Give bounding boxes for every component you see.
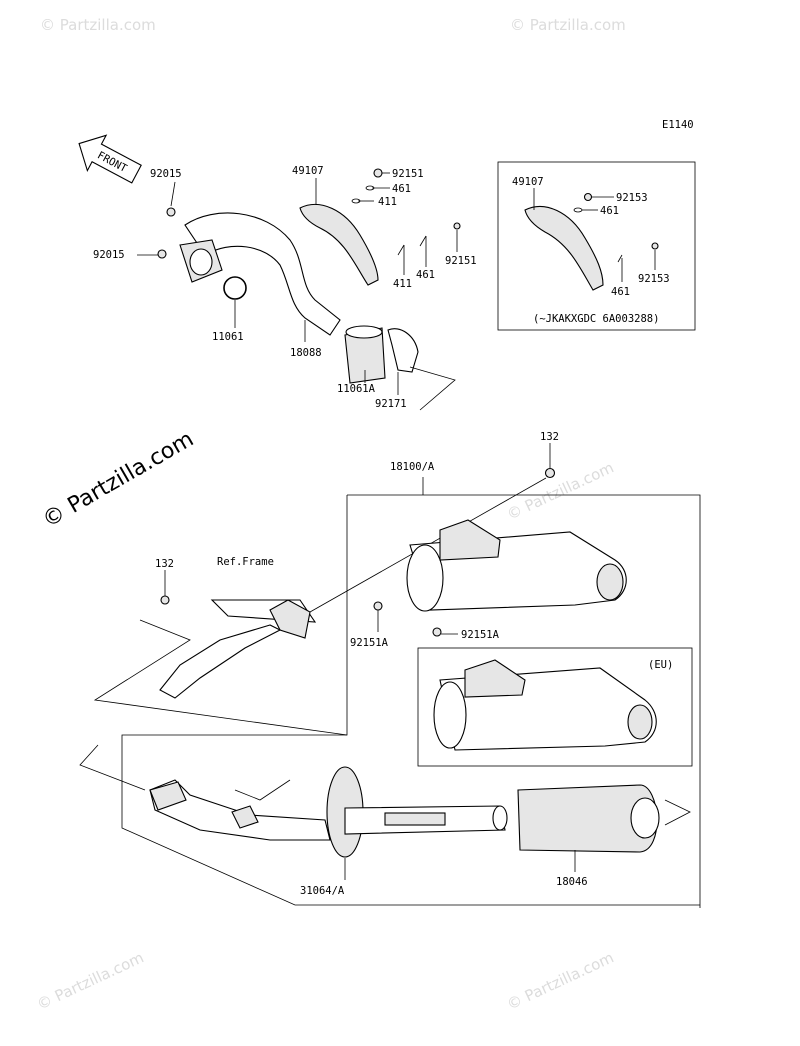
gasket-11061 <box>223 276 247 300</box>
watermark: © Partzilla.com <box>504 458 617 523</box>
callout-label: 92151A <box>350 637 389 649</box>
callout-label: 49107 <box>292 165 324 177</box>
diagram-code: E1140 <box>662 119 694 131</box>
callout-label: 18100/A <box>390 461 435 473</box>
callout-label: 31064/A <box>300 885 345 897</box>
header-pipe <box>184 212 341 336</box>
callout-label: Ref.Frame <box>217 556 274 568</box>
bolt-132 <box>160 595 170 605</box>
callout-label: 92171 <box>375 398 407 410</box>
callout-label: 411 <box>378 196 397 208</box>
callout-label: 92151 <box>392 168 424 180</box>
nut-92015 <box>157 249 167 259</box>
callout-label: (~JKAKXGDC 6A003288) <box>533 313 659 325</box>
callout-label: 461 <box>392 183 411 195</box>
heat-guard-variant-group <box>524 188 659 291</box>
callout-label: 92151 <box>445 255 477 267</box>
header-pipe-group <box>137 168 461 411</box>
watermark: © Partzilla.com <box>510 16 626 34</box>
callout-label: 92015 <box>93 249 125 261</box>
bolt-92151A <box>373 601 383 611</box>
muffler-eu <box>433 659 657 751</box>
frame-rail <box>159 624 282 699</box>
callout-label: 49107 <box>512 176 544 188</box>
nut-92015 <box>166 207 176 217</box>
callout-label: 461 <box>611 286 630 298</box>
bolt-92151 <box>453 222 461 230</box>
variant-inset-box <box>497 161 696 331</box>
callout-label: 92153 <box>638 273 670 285</box>
bolt-132 <box>544 467 556 479</box>
washer-461 <box>573 207 583 213</box>
watermark: © Partzilla.com <box>40 16 156 34</box>
callout-label: 92153 <box>616 192 648 204</box>
callout-label: 92015 <box>150 168 182 180</box>
silencer-18046 <box>517 784 691 872</box>
bolt-92153 <box>651 242 659 250</box>
exhaust-pipe-lower <box>149 766 508 858</box>
callout-label: 18088 <box>290 347 322 359</box>
heat-guard-49107 <box>524 205 604 291</box>
frame-section <box>93 570 348 736</box>
watermark: © Partzilla.com <box>504 948 617 1013</box>
eu-inset-box <box>417 647 693 767</box>
heat-guard-49107 <box>299 203 379 286</box>
callout-label: 411 <box>393 278 412 290</box>
muffler-bracket <box>439 519 501 561</box>
bolt-92151 <box>373 168 383 178</box>
bolt-92151A <box>432 627 442 637</box>
callout-label: 461 <box>416 269 435 281</box>
callout-label: 132 <box>155 558 174 570</box>
callout-label: 92151A <box>461 629 500 641</box>
mid-pipe <box>149 779 331 841</box>
callout-label: (EU) <box>648 659 673 671</box>
callout-label: 11061A <box>337 383 376 395</box>
watermark-main: © Partzilla.com <box>39 427 199 534</box>
clamp-92171 <box>387 328 419 373</box>
callout-label: 461 <box>600 205 619 217</box>
callout-label: 18046 <box>556 876 588 888</box>
callout-label: 132 <box>540 431 559 443</box>
watermark: © Partzilla.com <box>34 948 147 1013</box>
muffler-18100 <box>373 519 627 637</box>
bolt-92153 <box>583 192 593 202</box>
front-arrow-icon: FRONT <box>78 134 142 184</box>
callout-label: 11061 <box>212 331 244 343</box>
